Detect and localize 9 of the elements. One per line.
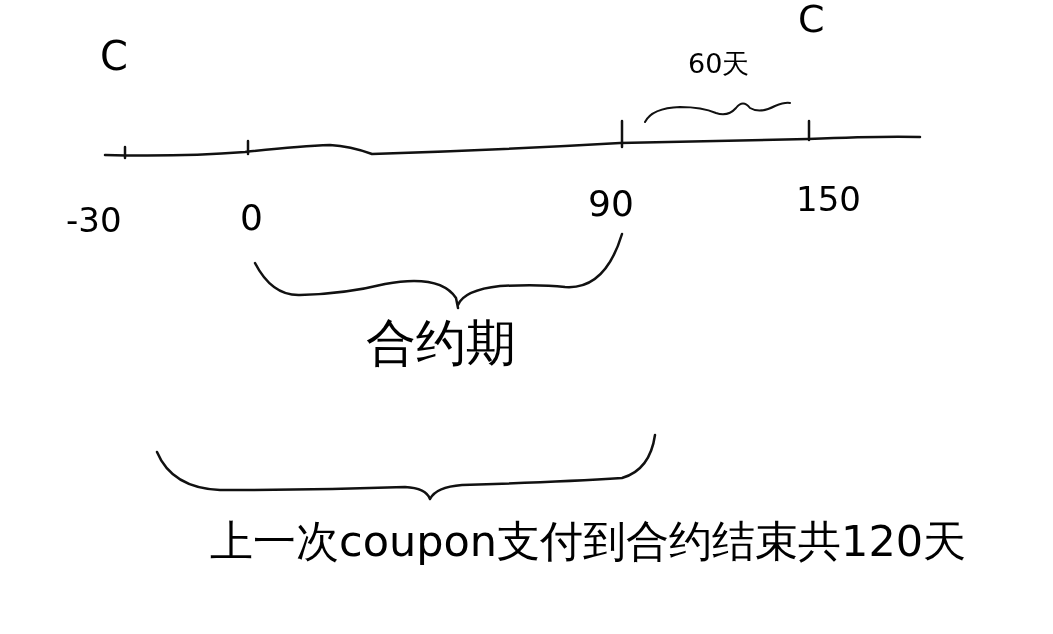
brace-label: 上一次coupon支付到合约结束共120天 bbox=[210, 520, 967, 563]
brace-label: 合约期 bbox=[366, 318, 516, 368]
tick-label: 0 bbox=[240, 200, 263, 236]
tick-label: -30 bbox=[66, 203, 122, 237]
coupon-marker-label: C bbox=[100, 36, 128, 76]
span-label: 60天 bbox=[688, 50, 750, 77]
tick-label: 150 bbox=[796, 182, 861, 216]
tick-label: 90 bbox=[588, 186, 634, 222]
coupon-marker-label: C bbox=[798, 0, 825, 38]
